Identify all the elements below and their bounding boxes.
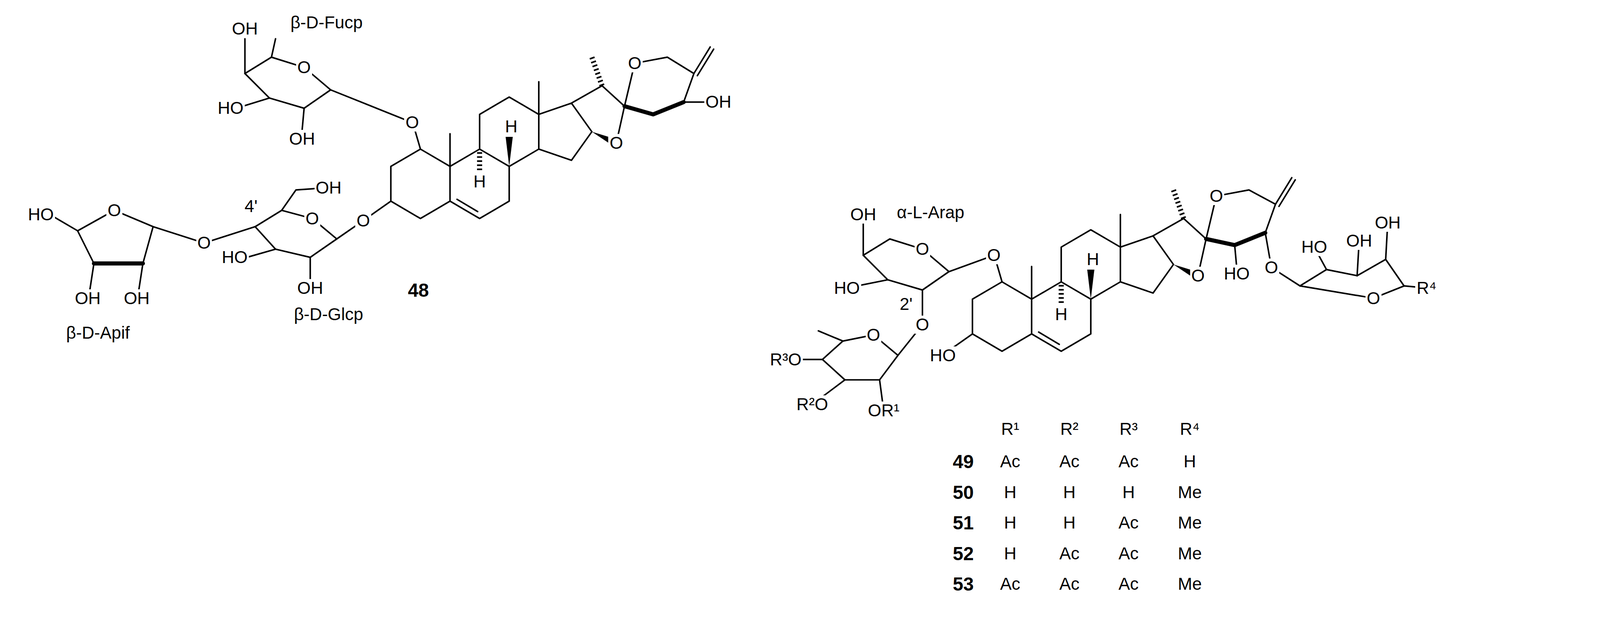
table-cell: H <box>1121 482 1136 502</box>
table-cell: Me <box>1176 513 1203 532</box>
sugar-name: β-D-Fucp <box>289 13 364 32</box>
sugar-name: β-D-Apif <box>64 323 132 342</box>
table-header: R³ <box>1118 419 1139 438</box>
atom-label: O <box>296 58 313 77</box>
atom-label: OH <box>1373 213 1403 232</box>
atom-label: OH <box>849 205 878 224</box>
position-locant: 2' <box>898 294 914 313</box>
atom-label: O <box>914 315 931 334</box>
compound-number: 50 <box>951 482 975 502</box>
atom-label: H <box>503 117 519 136</box>
table-cell: Ac <box>1117 544 1141 563</box>
atom-label: O <box>355 211 372 230</box>
atom-label: OH <box>122 289 151 308</box>
atom-label: O <box>404 113 421 132</box>
atom-label: O <box>304 209 321 228</box>
atom-label: H <box>472 172 488 191</box>
atom-label: OH <box>73 289 102 308</box>
table-header: R² <box>1059 419 1080 438</box>
table-cell: Me <box>1176 544 1203 563</box>
atom-label: HO <box>832 278 862 297</box>
atom-label: R³O <box>768 350 803 369</box>
atom-label: HO <box>928 346 957 365</box>
atom-label: O <box>608 133 625 152</box>
atom-label: HO <box>1300 237 1329 256</box>
table-cell: H <box>1002 544 1018 563</box>
table-cell: Ac <box>998 574 1022 593</box>
atom-label: H <box>1053 305 1069 324</box>
table-cell: H <box>1002 482 1018 502</box>
compound-number: 48 <box>406 280 430 300</box>
atom-label: HO <box>220 248 249 267</box>
atom-label: O <box>1208 186 1225 205</box>
atom-label: O <box>196 233 213 252</box>
atom-label: O <box>626 54 643 73</box>
atom-label: OH <box>287 129 317 148</box>
atom-label: H <box>1085 250 1101 269</box>
position-locant: 4' <box>243 197 259 216</box>
table-cell: Ac <box>998 452 1022 471</box>
atom-label: R²O <box>795 395 830 414</box>
atom-label: OH <box>1344 231 1374 250</box>
steroid-core <box>944 214 1174 354</box>
compound-number: 53 <box>951 573 975 594</box>
table-cell: Ac <box>1057 544 1081 563</box>
atom-label: O <box>914 239 931 258</box>
atom-label: HO <box>26 205 56 224</box>
atom-label: HO <box>1222 264 1251 283</box>
table-cell: Ac <box>1117 574 1141 593</box>
sugar-name: β-D-Glcp <box>292 305 365 324</box>
compound-number: 49 <box>951 451 975 472</box>
atom-label: O <box>1190 266 1207 285</box>
table-cell: H <box>1062 482 1077 502</box>
atom-label: OH <box>704 92 733 111</box>
table-cell: Me <box>1176 482 1203 502</box>
atom-label: OH <box>230 19 260 38</box>
atom-label: OR¹ <box>866 401 901 420</box>
atom-label: HO <box>216 98 245 118</box>
table-cell: Me <box>1176 574 1203 593</box>
atom-label: O <box>1263 258 1280 277</box>
table-cell: H <box>1002 513 1018 532</box>
atom-label: R⁴ <box>1415 278 1438 297</box>
atom-label: OH <box>314 178 343 197</box>
compound-number: 52 <box>951 543 975 564</box>
table-cell: Ac <box>1117 513 1141 532</box>
bonds <box>52 38 1427 410</box>
atom-label: O <box>865 325 882 344</box>
table-cell: Ac <box>1057 574 1081 593</box>
sugar-name: α-L-Arap <box>895 203 966 222</box>
atom-label: O <box>106 201 123 220</box>
atom-label: O <box>986 245 1003 265</box>
table-header: R⁴ <box>1178 419 1201 438</box>
table-cell: Ac <box>1057 452 1081 471</box>
atom-label: OH <box>296 278 325 297</box>
table-header: R¹ <box>1000 419 1021 438</box>
table-cell: H <box>1182 452 1198 471</box>
compound-number: 51 <box>951 512 975 533</box>
steroid-core <box>363 81 593 221</box>
table-cell: H <box>1062 513 1077 532</box>
atom-label: O <box>1365 289 1382 308</box>
table-cell: Ac <box>1117 452 1141 471</box>
